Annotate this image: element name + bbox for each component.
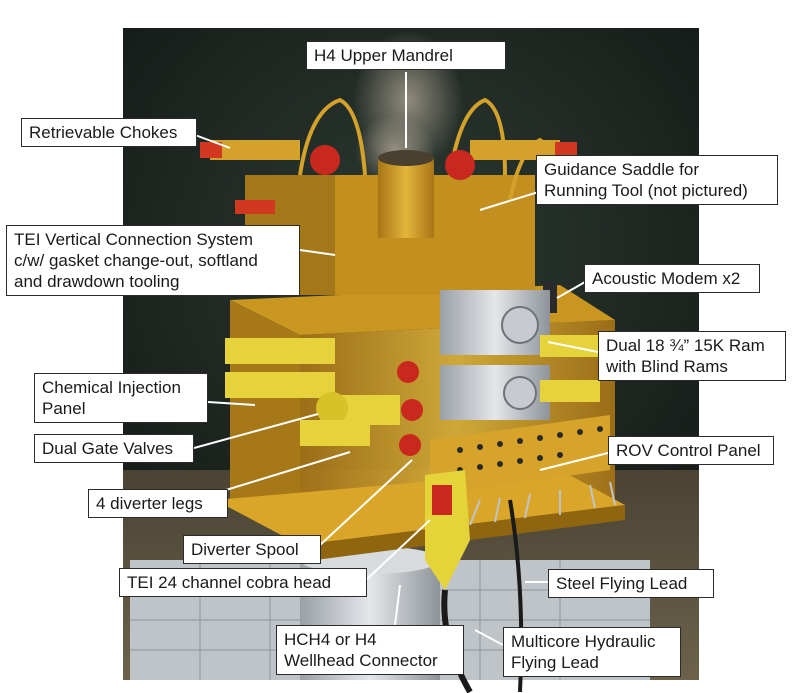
callout-text: c/w/ gasket change-out, softland (14, 251, 258, 270)
callout-text: Dual Gate Valves (42, 439, 174, 458)
callout-text: TEI Vertical Connection System (14, 230, 254, 249)
callout-retrievable-chokes: Retrievable Chokes (21, 118, 197, 147)
callout-text: Retrievable Chokes (29, 123, 178, 142)
callout-text: Diverter Spool (191, 540, 299, 559)
callout-text: Acoustic Modem x2 (592, 269, 741, 288)
callout-wellhead-connector: HCH4 or H4 Wellhead Connector (276, 625, 464, 675)
callout-cobra-head: TEI 24 channel cobra head (119, 568, 367, 597)
callout-diverter-legs: 4 diverter legs (88, 489, 228, 518)
rov-control-panel (430, 415, 616, 526)
callout-text: 4 diverter legs (96, 494, 203, 513)
callout-multicore-lead: Multicore Hydraulic Flying Lead (503, 627, 681, 677)
callout-dual-ram: Dual 18 ¾” 15K Ram with Blind Rams (598, 331, 786, 381)
h4-upper-mandrel-top (378, 150, 434, 166)
cobra-head-plate (432, 485, 452, 515)
callout-text: Running Tool (not pictured) (544, 181, 748, 200)
frame-bottom-deck (215, 470, 625, 545)
callout-dual-gate-valves: Dual Gate Valves (34, 434, 194, 463)
callout-text: with Blind Rams (606, 357, 728, 376)
callout-text: H4 Upper Mandrel (314, 46, 453, 65)
callout-text: Chemical Injection (42, 378, 181, 397)
callout-steel-flying-lead: Steel Flying Lead (548, 569, 714, 598)
callout-text: Panel (42, 399, 86, 418)
callout-tei-vcs: TEI Vertical Connection System c/w/ gask… (6, 225, 300, 296)
callout-acoustic-modem: Acoustic Modem x2 (584, 264, 760, 293)
callout-guidance-saddle: Guidance Saddle for Running Tool (not pi… (536, 155, 778, 205)
callout-text: Wellhead Connector (284, 651, 438, 670)
callout-text: Dual 18 ¾” 15K Ram (606, 336, 765, 355)
callout-text: TEI 24 channel cobra head (127, 573, 332, 592)
callout-text: Steel Flying Lead (556, 574, 688, 593)
callout-text: Multicore Hydraulic (511, 632, 656, 651)
callout-diverter-spool: Diverter Spool (183, 535, 321, 564)
callout-rov-control-panel: ROV Control Panel (608, 436, 774, 465)
callout-text: HCH4 or H4 (284, 630, 377, 649)
h4-upper-mandrel (378, 158, 434, 238)
callout-chemical-injection: Chemical Injection Panel (34, 373, 208, 423)
callout-text: ROV Control Panel (616, 441, 761, 460)
callout-h4-upper-mandrel: H4 Upper Mandrel (306, 41, 506, 70)
callout-text: Flying Lead (511, 653, 599, 672)
callout-text: and drawdown tooling (14, 272, 180, 291)
callout-text: Guidance Saddle for (544, 160, 699, 179)
